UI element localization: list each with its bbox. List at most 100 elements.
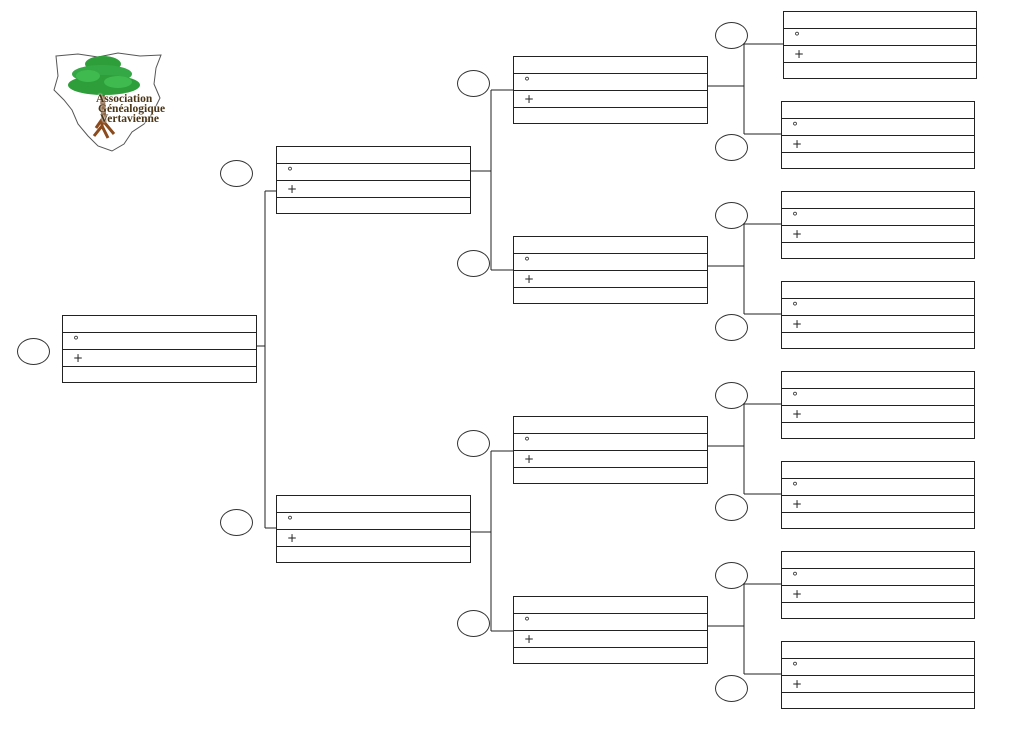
birth-row[interactable]: ° [63,333,256,350]
extra-field[interactable] [277,547,470,563]
death-row[interactable]: + [277,181,470,198]
sosa-number-circle[interactable] [220,509,253,536]
death-row[interactable]: + [782,586,974,603]
name-field[interactable] [782,552,974,569]
sosa-number-circle[interactable] [715,134,748,161]
person-box-gen4[interactable]: ° + [781,641,975,709]
extra-field[interactable] [782,423,974,439]
person-box-gen3[interactable]: ° + [513,56,708,124]
birth-symbol: ° [524,255,530,269]
death-row[interactable]: + [514,631,707,648]
person-box-gen3[interactable]: ° + [513,596,708,664]
death-row[interactable]: + [63,350,256,367]
person-box-gen4[interactable]: ° + [781,551,975,619]
name-field[interactable] [782,372,974,389]
death-row[interactable]: + [514,91,707,108]
birth-row[interactable]: ° [782,209,974,226]
person-box-gen4[interactable]: ° + [783,11,977,79]
birth-symbol: ° [524,75,530,89]
death-row[interactable]: + [514,451,707,468]
death-row[interactable]: + [277,530,470,547]
person-box-gen3[interactable]: ° + [513,416,708,484]
birth-row[interactable]: ° [782,659,974,676]
name-field[interactable] [277,147,470,164]
birth-row[interactable]: ° [782,299,974,316]
name-field[interactable] [514,57,707,74]
death-symbol: + [524,272,535,286]
birth-row[interactable]: ° [514,614,707,631]
person-box-gen2[interactable]: ° + [276,146,471,214]
birth-row[interactable]: ° [782,569,974,586]
extra-field[interactable] [782,603,974,619]
sosa-number-circle[interactable] [715,382,748,409]
sosa-number-circle[interactable] [457,430,490,457]
extra-field[interactable] [514,468,707,484]
death-row[interactable]: + [782,676,974,693]
birth-row[interactable]: ° [782,479,974,496]
extra-field[interactable] [782,153,974,169]
extra-field[interactable] [782,333,974,349]
person-box-gen3[interactable]: ° + [513,236,708,304]
name-field[interactable] [782,192,974,209]
death-row[interactable]: + [782,316,974,333]
person-box-gen4[interactable]: ° + [781,371,975,439]
death-symbol: + [524,452,535,466]
sosa-number-circle[interactable] [715,22,748,49]
name-field[interactable] [63,316,256,333]
person-box-gen4[interactable]: ° + [781,461,975,529]
name-field[interactable] [514,237,707,254]
person-box-gen1[interactable]: ° + [62,315,257,383]
sosa-number-circle[interactable] [17,338,50,365]
extra-field[interactable] [514,108,707,124]
sosa-number-circle[interactable] [220,160,253,187]
birth-row[interactable]: ° [514,254,707,271]
sosa-number-circle[interactable] [715,562,748,589]
sosa-number-circle[interactable] [715,675,748,702]
name-field[interactable] [782,642,974,659]
extra-field[interactable] [514,648,707,664]
person-box-gen4[interactable]: ° + [781,101,975,169]
extra-field[interactable] [782,243,974,259]
death-row[interactable]: + [782,406,974,423]
birth-row[interactable]: ° [277,164,470,181]
death-symbol: + [792,227,803,241]
name-field[interactable] [782,102,974,119]
extra-field[interactable] [784,63,976,79]
logo-text-line3: Vertavienne [100,113,159,125]
name-field[interactable] [782,282,974,299]
extra-field[interactable] [63,367,256,383]
sosa-number-circle[interactable] [715,202,748,229]
death-row[interactable]: + [782,136,974,153]
logo-text-line2: Généalogique [98,103,166,115]
death-row[interactable]: + [782,226,974,243]
death-row[interactable]: + [782,496,974,513]
sosa-number-circle[interactable] [715,314,748,341]
person-box-gen4[interactable]: ° + [781,281,975,349]
name-field[interactable] [514,597,707,614]
name-field[interactable] [277,496,470,513]
birth-row[interactable]: ° [784,29,976,46]
sosa-number-circle[interactable] [457,70,490,97]
birth-row[interactable]: ° [514,74,707,91]
birth-symbol: ° [287,514,293,528]
name-field[interactable] [782,462,974,479]
extra-field[interactable] [514,288,707,304]
extra-field[interactable] [277,198,470,214]
name-field[interactable] [784,12,976,29]
birth-row[interactable]: ° [514,434,707,451]
birth-symbol: ° [792,210,798,224]
death-symbol: + [792,677,803,691]
sosa-number-circle[interactable] [457,610,490,637]
name-field[interactable] [514,417,707,434]
death-row[interactable]: + [784,46,976,63]
sosa-number-circle[interactable] [457,250,490,277]
death-row[interactable]: + [514,271,707,288]
extra-field[interactable] [782,513,974,529]
birth-row[interactable]: ° [782,389,974,406]
birth-row[interactable]: ° [277,513,470,530]
sosa-number-circle[interactable] [715,494,748,521]
person-box-gen2[interactable]: ° + [276,495,471,563]
person-box-gen4[interactable]: ° + [781,191,975,259]
extra-field[interactable] [782,693,974,709]
birth-row[interactable]: ° [782,119,974,136]
